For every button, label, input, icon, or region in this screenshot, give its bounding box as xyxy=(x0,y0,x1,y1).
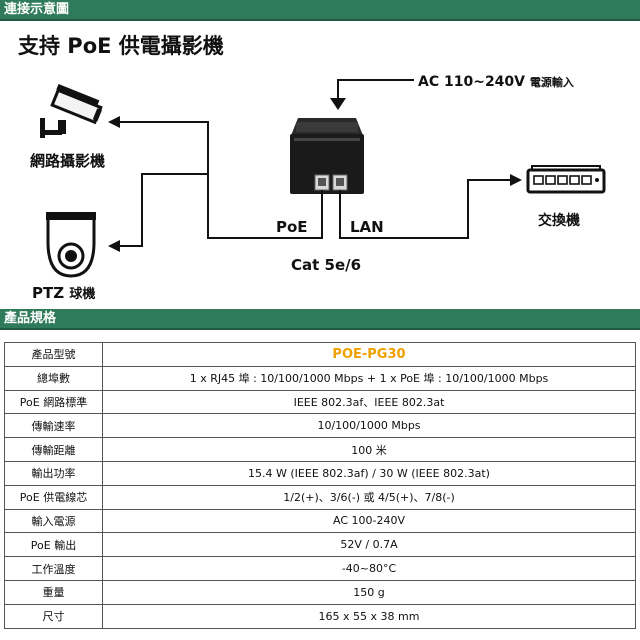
spec-label: PoE 網路標準 xyxy=(4,389,103,415)
ptz-arrowhead xyxy=(108,240,120,252)
connection-diagram: 支持 PoE 供電攝影機 AC 110~240V 電源輸入 PoE LAN Ca… xyxy=(18,34,606,302)
spec-label: 重量 xyxy=(4,579,103,605)
spec-value: 150 g xyxy=(102,579,636,605)
spec-value: 52V / 0.7A xyxy=(102,532,636,558)
spec-section-header: 產品規格 xyxy=(0,309,640,330)
spec-label: PoE 輸出 xyxy=(4,532,103,558)
camera-label: 網路攝影機 xyxy=(30,152,105,170)
spec-label: 輸入電源 xyxy=(4,508,103,534)
model-value: POE-PG30 xyxy=(102,342,636,367)
spec-value: IEEE 802.3af、IEEE 802.3at xyxy=(102,389,636,415)
ptz-cable-line xyxy=(118,173,208,247)
table-row: 工作溫度-40~80°C xyxy=(4,556,636,581)
diagram-section-header: 連接示意圖 xyxy=(0,0,640,21)
diagram-heading: 支持 PoE 供電攝影機 xyxy=(18,34,224,58)
network-switch-icon xyxy=(526,165,606,194)
spec-label: PoE 供電線芯 xyxy=(4,484,103,510)
spec-label: 傳輸距離 xyxy=(4,437,103,462)
camera-arrowhead xyxy=(108,116,120,128)
cctv-camera-icon xyxy=(40,83,103,138)
poe-cable-line xyxy=(118,121,323,239)
diagram-section-title: 連接示意圖 xyxy=(4,2,70,17)
ptz-dome-camera-icon xyxy=(46,212,96,278)
ac-input-label: AC 110~240V 電源輸入 xyxy=(418,74,574,90)
ptz-label: PTZ 球機 xyxy=(32,284,95,302)
spec-section-title: 產品規格 xyxy=(4,311,57,326)
ac-input-line xyxy=(337,79,414,102)
spec-label: 尺寸 xyxy=(4,603,103,629)
poe-port-label: PoE xyxy=(276,218,308,236)
spec-label: 產品型號 xyxy=(4,342,103,367)
spec-value: 15.4 W (IEEE 802.3af) / 30 W (IEEE 802.3… xyxy=(102,460,636,486)
ac-input-arrowhead xyxy=(330,98,346,110)
spec-label: 總埠數 xyxy=(4,365,103,391)
spec-value: 165 x 55 x 38 mm xyxy=(102,603,636,629)
spec-label: 輸出功率 xyxy=(4,460,103,486)
spec-value: 100 米 xyxy=(102,437,636,462)
spec-label: 工作溫度 xyxy=(4,556,103,581)
spec-value: -40~80°C xyxy=(102,556,636,581)
spec-value: 1/2(+)、3/6(-) 或 4/5(+)、7/8(-) xyxy=(102,484,636,510)
spec-label: 傳輸速率 xyxy=(4,413,103,439)
spec-value: 1 x RJ45 埠 : 10/100/1000 Mbps + 1 x PoE … xyxy=(102,365,636,391)
switch-arrowhead xyxy=(510,174,522,186)
switch-label: 交換機 xyxy=(538,212,580,229)
spec-value: 10/100/1000 Mbps xyxy=(102,413,636,439)
lan-port-label: LAN xyxy=(350,218,384,236)
cable-label: Cat 5e/6 xyxy=(291,256,361,274)
table-row: 產品型號 POE-PG30 xyxy=(4,342,636,367)
spec-value: AC 100-240V xyxy=(102,508,636,534)
lan-cable-line xyxy=(339,179,512,239)
poe-injector-icon xyxy=(290,118,364,194)
